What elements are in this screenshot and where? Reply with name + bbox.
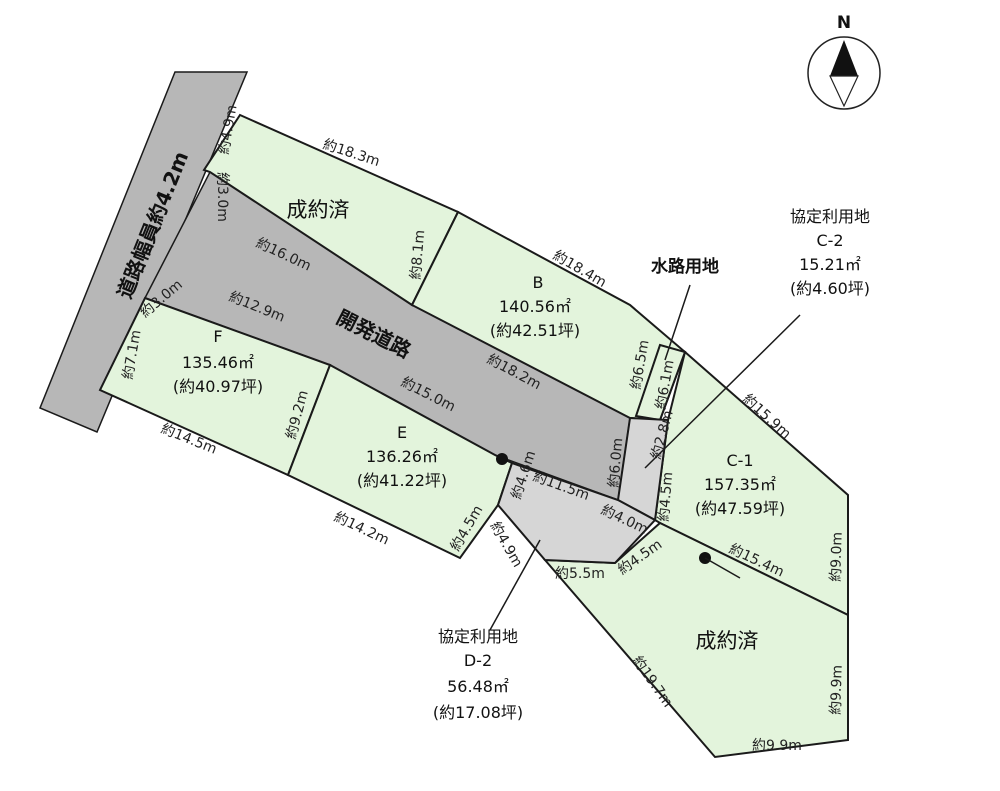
- lot-f-area: 135.46㎡: [182, 353, 254, 372]
- d2-name: D-2: [464, 651, 492, 670]
- lot-e-tsubo: (約41.22坪): [357, 471, 447, 490]
- lot-c1-tsubo: (約47.59坪): [695, 499, 785, 518]
- sold-bottom-label: 成約済: [696, 629, 759, 653]
- c2-name: C-2: [816, 231, 843, 250]
- d2-title: 協定利用地: [438, 627, 518, 646]
- dimension-label: 約5.5m: [555, 566, 605, 582]
- dimension-label: 約9.9m: [752, 738, 802, 754]
- waterway-leader: [664, 284, 691, 361]
- d2-area: 56.48㎡: [447, 677, 509, 696]
- lot-b-name: B: [533, 273, 544, 292]
- marker-line: [704, 557, 741, 579]
- dimension-label: 約4.5m: [656, 471, 676, 522]
- north-label: N: [837, 13, 851, 33]
- d2-tsubo: (約17.08坪): [433, 703, 523, 722]
- c2-title: 協定利用地: [790, 207, 870, 226]
- dimension-label: 約8.1m: [408, 229, 428, 280]
- dimension-label: 約6.0m: [606, 437, 626, 488]
- lot-c1-name: C-1: [726, 451, 753, 470]
- sold-top-label: 成約済: [287, 198, 350, 222]
- public-road: [39, 71, 249, 433]
- c2-leader: [644, 314, 801, 469]
- lot-c1-area: 157.35㎡: [704, 475, 776, 494]
- boundary-marker: [496, 453, 508, 465]
- lot-sold-top: [202, 113, 460, 307]
- lot-b-tsubo: (約42.51坪): [490, 321, 580, 340]
- dimension-label: 約3.0m: [214, 172, 230, 222]
- waterway-label: 水路用地: [651, 256, 719, 277]
- dimension-label: 約9.0m: [828, 532, 846, 582]
- lot-f-tsubo: (約40.97坪): [173, 377, 263, 396]
- shared-lot-d2: [496, 461, 657, 565]
- lot-f-name: F: [213, 327, 222, 346]
- north-compass: N: [807, 13, 881, 110]
- c2-tsubo: (約4.60坪): [790, 279, 870, 298]
- c2-area: 15.21㎡: [799, 255, 861, 274]
- dimension-label: 約9.9m: [828, 665, 846, 715]
- lot-e-name: E: [397, 423, 407, 442]
- lot-e-area: 136.26㎡: [366, 447, 438, 466]
- d2-leader: [489, 539, 541, 631]
- lot-b-area: 140.56㎡: [499, 297, 571, 316]
